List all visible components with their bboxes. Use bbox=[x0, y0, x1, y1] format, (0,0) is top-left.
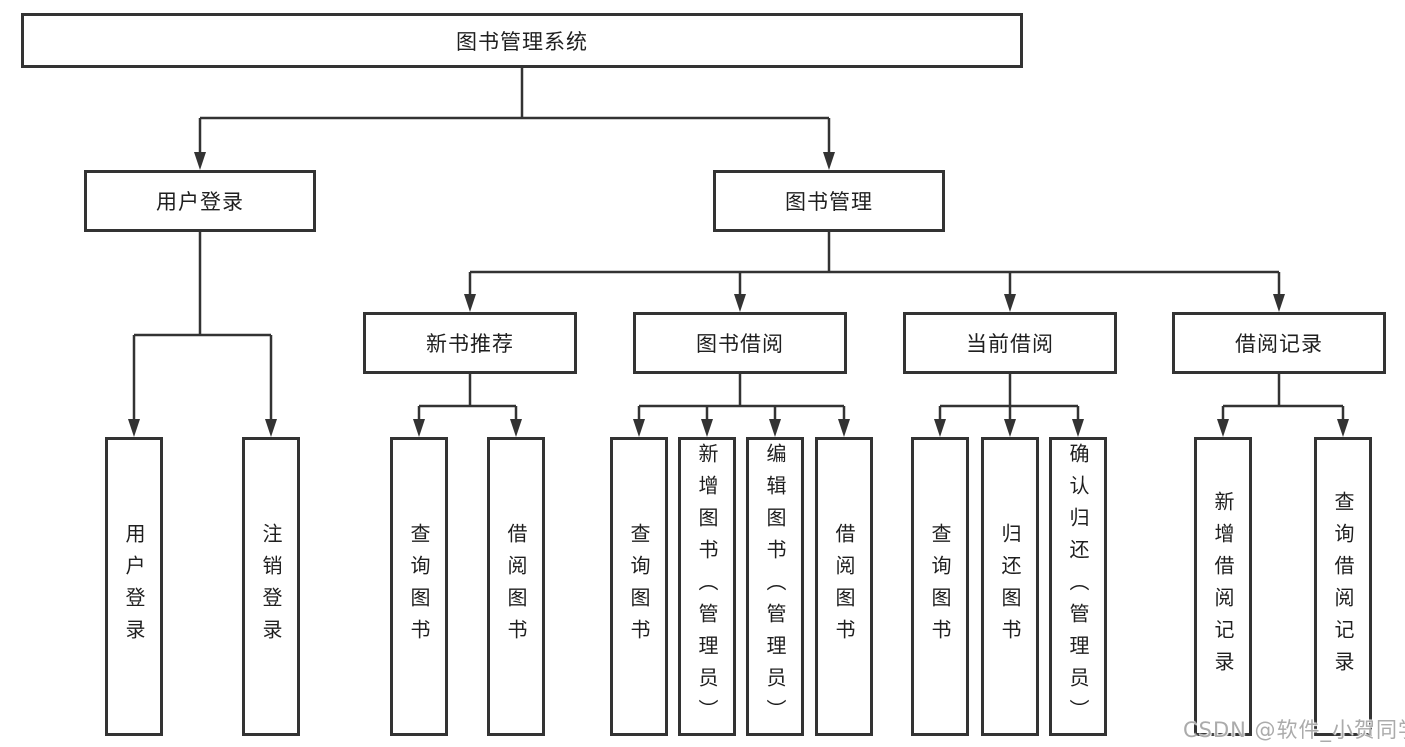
node-label: 新书推荐 bbox=[426, 332, 514, 356]
node-label: 查询图书 bbox=[928, 522, 952, 651]
node-label: 注销登录 bbox=[259, 522, 283, 651]
leaf-edit-book-admin: 编辑图书（管理员） bbox=[746, 437, 804, 736]
arrowhead-icon bbox=[128, 419, 140, 437]
arrowhead-icon bbox=[464, 294, 476, 312]
node-label: 图书借阅 bbox=[696, 332, 784, 356]
connector-book-borrow-to-leaves bbox=[637, 374, 846, 421]
connector-user-login-to-leaves bbox=[132, 232, 273, 421]
leaf-borrow-books-1: 借阅图书 bbox=[487, 437, 545, 736]
connector-new-book-to-leaves bbox=[417, 374, 518, 421]
node-label: 图书管理 bbox=[785, 190, 873, 214]
arrowhead-icon bbox=[838, 419, 850, 437]
leaf-confirm-return-admin: 确认归还（管理员） bbox=[1049, 437, 1107, 736]
node-label: 用户登录 bbox=[156, 190, 244, 214]
arrowhead-icon bbox=[510, 419, 522, 437]
node-label: 借阅图书 bbox=[504, 522, 528, 651]
leaf-query-books-3: 查询图书 bbox=[911, 437, 969, 736]
node-label: 归还图书 bbox=[998, 522, 1022, 651]
arrowhead-icon bbox=[934, 419, 946, 437]
arrowhead-icon bbox=[413, 419, 425, 437]
arrowhead-icon bbox=[1273, 294, 1285, 312]
node-new-book-recommend: 新书推荐 bbox=[363, 312, 577, 374]
leaf-return-book: 归还图书 bbox=[981, 437, 1039, 736]
leaf-user-login: 用户登录 bbox=[105, 437, 163, 736]
arrowhead-icon bbox=[1004, 294, 1016, 312]
node-borrow-records: 借阅记录 bbox=[1172, 312, 1386, 374]
node-label: 新增借阅记录 bbox=[1211, 490, 1235, 683]
arrowhead-icon bbox=[769, 419, 781, 437]
arrowhead-icon bbox=[1217, 419, 1229, 437]
node-label: 新增图书（管理员） bbox=[695, 442, 719, 731]
node-root: 图书管理系统 bbox=[21, 13, 1023, 68]
node-label: 图书管理系统 bbox=[456, 29, 588, 54]
arrowhead-icon bbox=[194, 152, 206, 170]
leaf-add-book-admin: 新增图书（管理员） bbox=[678, 437, 736, 736]
connector-root-to-level2 bbox=[198, 68, 831, 154]
leaf-borrow-books-2: 借阅图书 bbox=[815, 437, 873, 736]
node-label: 借阅图书 bbox=[832, 522, 856, 651]
node-current-borrow: 当前借阅 bbox=[903, 312, 1117, 374]
node-book-borrow: 图书借阅 bbox=[633, 312, 847, 374]
connector-borrow-records-to-leaves bbox=[1221, 374, 1345, 421]
node-label: 查询图书 bbox=[407, 522, 431, 651]
arrowheads bbox=[128, 152, 1349, 437]
node-label: 查询图书 bbox=[627, 522, 651, 651]
arrowhead-icon bbox=[265, 419, 277, 437]
leaf-query-books-2: 查询图书 bbox=[610, 437, 668, 736]
watermark: CSDN @软件_小贺同学 bbox=[1183, 718, 1405, 742]
connector-book-mgmt-to-level3 bbox=[468, 232, 1281, 296]
leaf-logout: 注销登录 bbox=[242, 437, 300, 736]
node-label: 借阅记录 bbox=[1235, 332, 1323, 356]
node-book-management: 图书管理 bbox=[713, 170, 945, 232]
connector-paths bbox=[132, 68, 1345, 421]
arrowhead-icon bbox=[1072, 419, 1084, 437]
node-label: 当前借阅 bbox=[966, 332, 1054, 356]
node-label: 查询借阅记录 bbox=[1331, 490, 1355, 683]
arrowhead-icon bbox=[1337, 419, 1349, 437]
leaf-query-books-1: 查询图书 bbox=[390, 437, 448, 736]
leaf-add-borrow-record: 新增借阅记录 bbox=[1194, 437, 1252, 736]
node-label: 确认归还（管理员） bbox=[1066, 442, 1090, 731]
node-label: 用户登录 bbox=[122, 522, 146, 651]
node-user-login: 用户登录 bbox=[84, 170, 316, 232]
arrowhead-icon bbox=[734, 294, 746, 312]
connector-current-borrow-to-leaves bbox=[938, 374, 1080, 421]
node-label: 编辑图书（管理员） bbox=[763, 442, 787, 731]
arrowhead-icon bbox=[701, 419, 713, 437]
arrowhead-icon bbox=[633, 419, 645, 437]
arrowhead-icon bbox=[1004, 419, 1016, 437]
arrowhead-icon bbox=[823, 152, 835, 170]
leaf-query-borrow-record: 查询借阅记录 bbox=[1314, 437, 1372, 736]
